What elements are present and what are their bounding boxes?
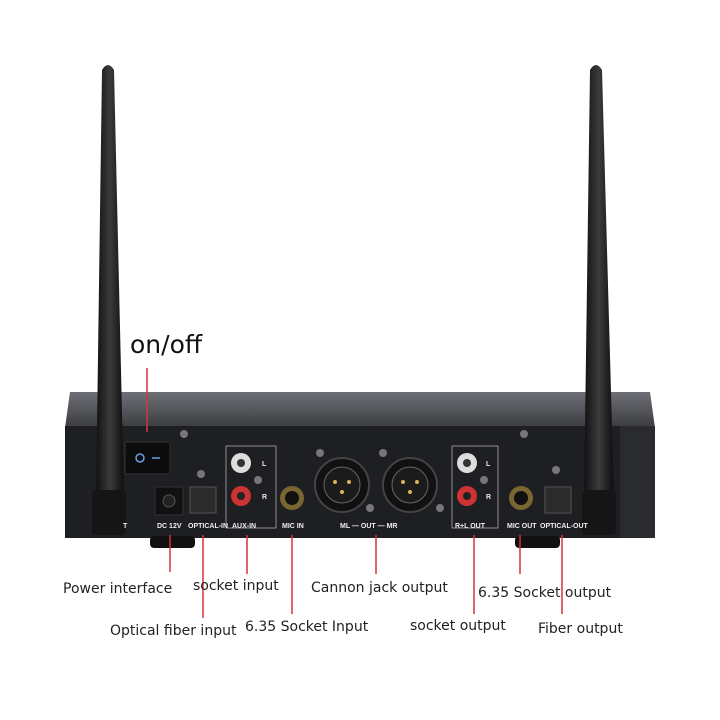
panel-label-rl-out: R+L OUT	[455, 523, 486, 530]
on-off-label: on/off	[130, 330, 203, 359]
panel-label-rl-r: R	[486, 494, 491, 501]
panel-label-t: T	[123, 523, 128, 530]
optical-out-port	[544, 486, 572, 514]
panel-label-mic-in: MIC IN	[282, 523, 304, 530]
panel-label-out: ML — OUT — MR	[340, 523, 397, 530]
panel-label-aux-l: L	[262, 461, 267, 468]
antenna-right	[584, 65, 614, 500]
optical-in-port	[189, 486, 217, 514]
callout-optical-fiber-input: Optical fiber input	[110, 623, 237, 639]
panel-label-optical-out: OPTICAL-OUT	[540, 523, 589, 530]
foot-left	[150, 536, 195, 548]
panel-label-optical-in: OPTICAL-IN	[188, 523, 228, 530]
callout-635-socket-input: 6.35 Socket Input	[245, 619, 369, 635]
callout-635-socket-output: 6.35 Socket output	[478, 585, 612, 601]
panel-label-aux-in: AUX-IN	[232, 523, 256, 530]
panel-label-dc: DC 12V	[157, 523, 182, 530]
power-switch	[124, 441, 171, 475]
callout-fiber-output: Fiber output	[538, 621, 623, 637]
antenna-left	[96, 65, 124, 500]
callout-cannon-jack-output: Cannon jack output	[311, 580, 448, 596]
panel-label-mic-out: MIC OUT	[507, 523, 537, 530]
panel-label-aux-r: R	[262, 494, 267, 501]
leader-lines	[146, 368, 563, 618]
callout-socket-input: socket input	[193, 578, 279, 594]
panel-label-rl-l: L	[486, 461, 491, 468]
foot-right	[515, 536, 560, 548]
callout-socket-output: socket output	[410, 618, 506, 634]
device-top	[65, 392, 655, 428]
callout-power-interface: Power interface	[63, 581, 173, 597]
